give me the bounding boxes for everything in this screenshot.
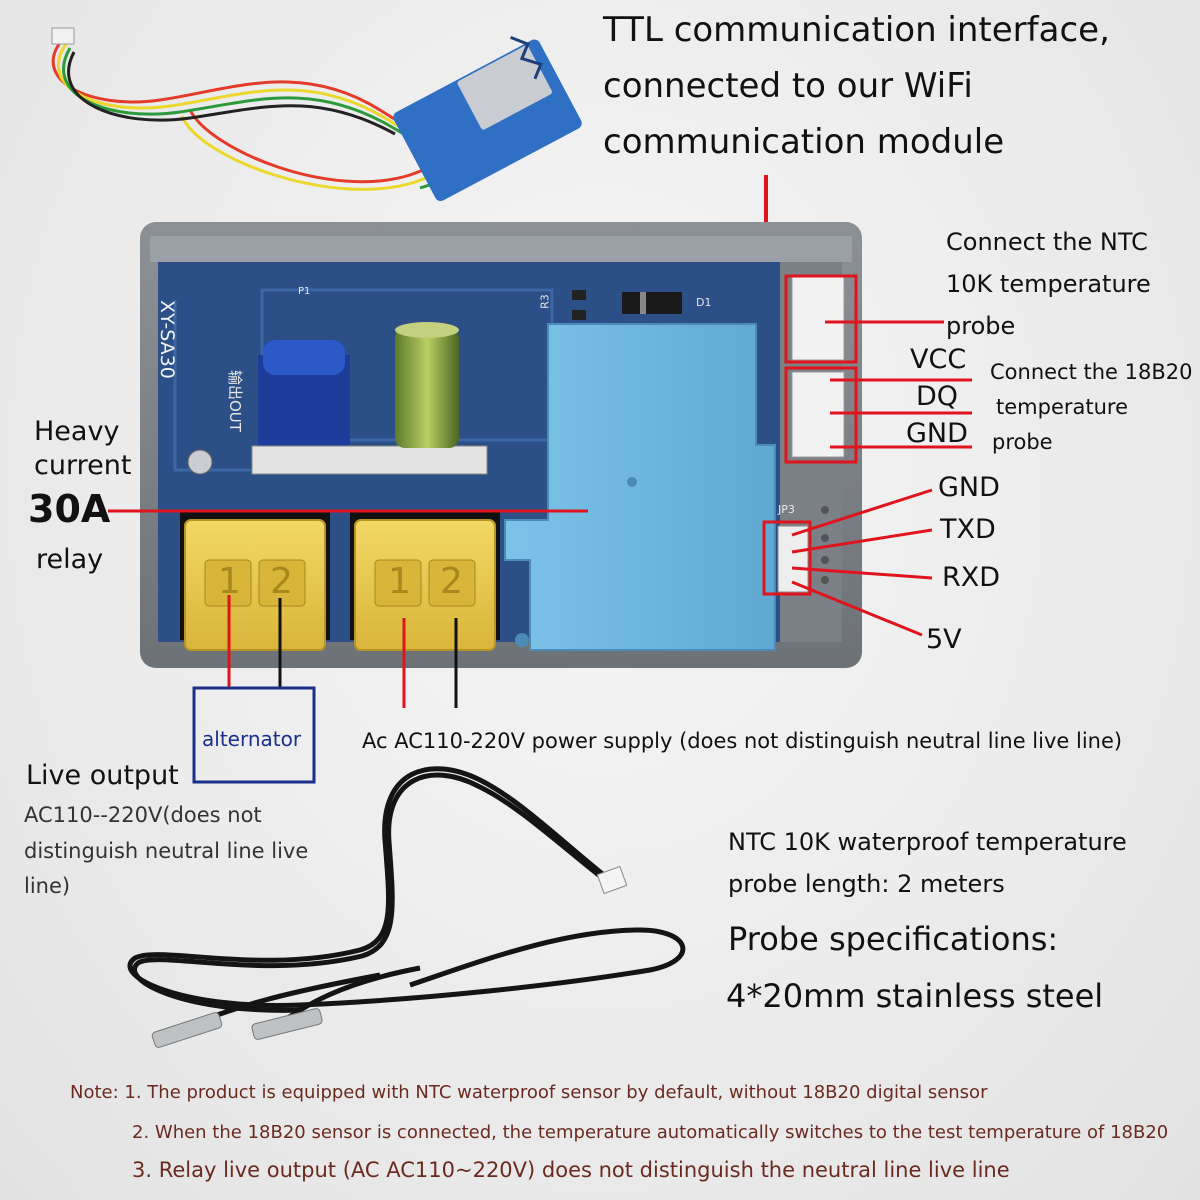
board-d1-label: D1 — [696, 296, 712, 309]
ttl-label-line-3: communication module — [603, 122, 1005, 162]
board-p1-label: P1 — [298, 286, 311, 297]
ttl-label-line-1: TTL communication interface, — [603, 10, 1110, 50]
note-2: 2. When the 18B20 sensor is connected, t… — [132, 1122, 1169, 1143]
ntc-probe-info-line-2: probe length: 2 meters — [728, 870, 1005, 898]
wifi-module-image — [51, 27, 582, 201]
note-1: Note: 1. The product is equipped with NT… — [70, 1082, 988, 1103]
terminal-4-number: 2 — [440, 561, 463, 602]
ntc-connect-line-3: probe — [946, 312, 1016, 340]
note-3: 3. Relay live output (AC AC110~220V) doe… — [132, 1158, 1010, 1182]
pin-gnd-ttl: GND — [938, 472, 1000, 503]
board-jp3-label: JP3 — [778, 503, 795, 516]
terminal-2-number: 2 — [270, 561, 293, 602]
controller-board — [140, 222, 862, 668]
live-output-line-3: line) — [24, 874, 71, 898]
pin-vcc: VCC — [910, 344, 967, 375]
board-out-label: 输出OUT — [226, 370, 244, 432]
probe-spec-line-2: 4*20mm stainless steel — [726, 977, 1104, 1015]
ds18b20-connect-line-1: Connect the 18B20 — [990, 360, 1193, 384]
live-output-line-1: AC110--220V(does not — [24, 803, 262, 827]
pin-txd: TXD — [940, 514, 996, 545]
ntc-probe-info-line-1: NTC 10K waterproof temperature — [728, 828, 1127, 856]
pin-rxd: RXD — [942, 562, 1001, 593]
probe-spec-line-1: Probe specifications: — [728, 920, 1059, 958]
power-supply-label: Ac AC110-220V power supply (does not dis… — [362, 729, 1123, 753]
ntc-connect-line-1: Connect the NTC — [946, 228, 1148, 256]
board-model-label: XY-SA30 — [156, 300, 178, 379]
alternator-label: alternator — [202, 727, 302, 751]
relay-label-heavy: Heavy — [34, 416, 120, 447]
relay-label-current: current — [34, 450, 132, 481]
ntc-connect-line-2: 10K temperature — [946, 270, 1151, 298]
relay-label-relay: relay — [36, 544, 104, 575]
terminal-3-number: 1 — [388, 561, 411, 602]
pin-5v: 5V — [926, 624, 962, 655]
ttl-label-line-2: connected to our WiFi — [603, 66, 973, 106]
ds18b20-connect-line-2: temperature — [996, 395, 1128, 419]
relay-label-30a: 30A — [28, 487, 111, 531]
pin-gnd-18b20: GND — [906, 418, 968, 449]
terminal-1-number: 1 — [218, 561, 241, 602]
board-r3-label: R3 — [538, 294, 552, 309]
live-output-title: Live output — [26, 760, 179, 791]
alternator-box — [192, 686, 316, 784]
ds18b20-connect-line-3: probe — [992, 430, 1053, 454]
live-output-line-2: distinguish neutral line live — [24, 839, 309, 863]
pin-dq: DQ — [916, 381, 959, 412]
